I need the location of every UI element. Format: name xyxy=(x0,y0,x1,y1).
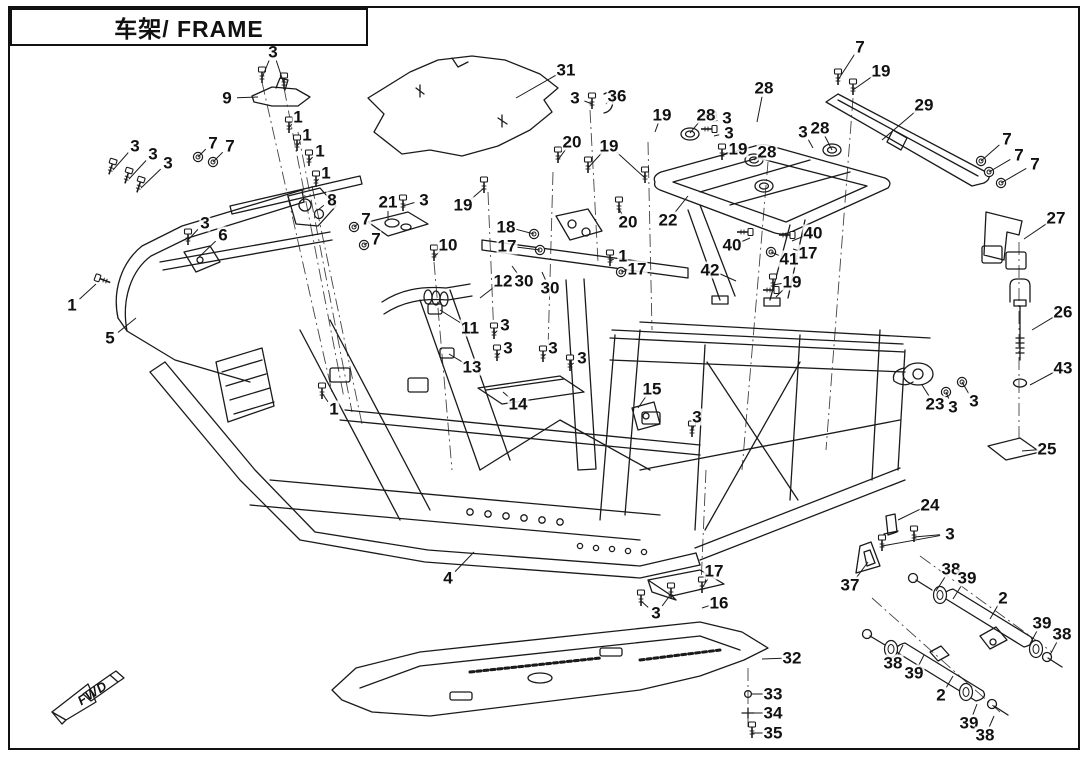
title-block: 车架/ FRAME xyxy=(10,8,368,46)
page-title: 车架/ FRAME xyxy=(114,16,264,42)
